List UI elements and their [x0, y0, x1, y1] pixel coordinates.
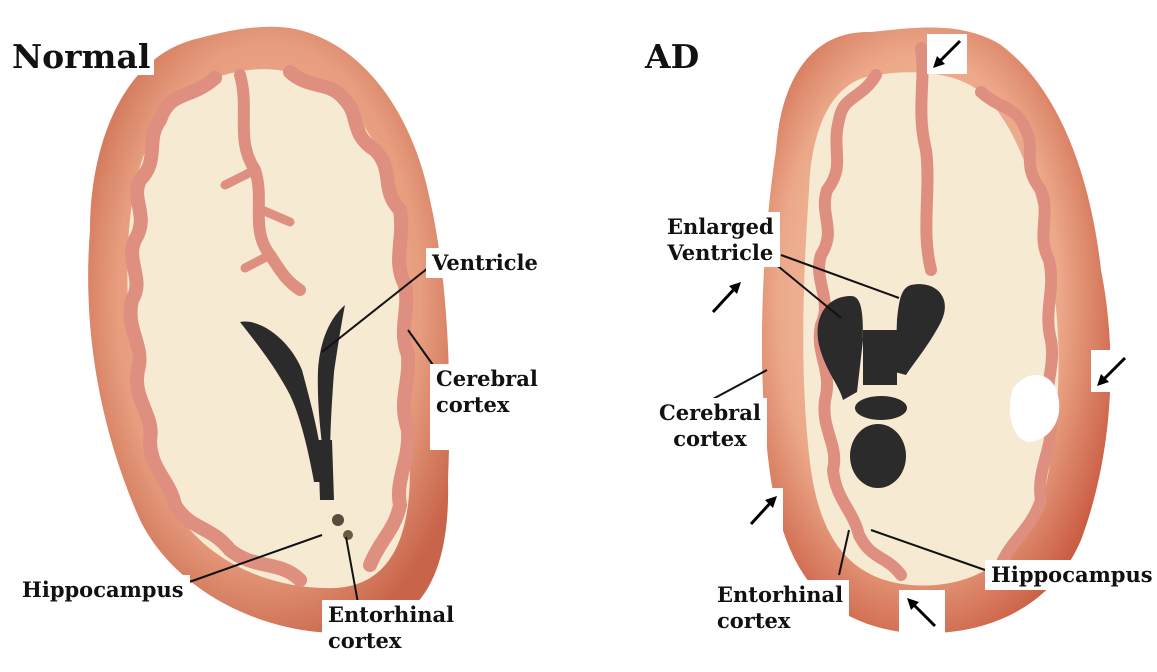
atrophy-arrow-right	[1091, 350, 1131, 392]
panel-divider	[575, 0, 579, 672]
label-entorhinal-cortex: Entorhinal cortex	[711, 580, 849, 635]
atrophy-arrow-left-upper	[703, 272, 747, 320]
atrophy-arrow-top	[927, 34, 967, 74]
panel-title-normal: Normal	[8, 38, 154, 75]
label-ventricle: Ventricle	[426, 248, 544, 278]
atrophy-arrow-left-lower	[741, 488, 783, 532]
label-cerebral-cortex: Cerebral cortex	[430, 364, 544, 450]
label-cerebral-cortex: Cerebral cortex	[653, 398, 767, 464]
leader-line-cerebral-cortex	[711, 370, 767, 400]
normal-brain-panel: Normal Ventricle Cerebral cortex Hippoca…	[0, 0, 576, 672]
label-entorhinal-cortex: Entorhinal cortex	[322, 600, 460, 664]
label-hippocampus: Hippocampus	[985, 560, 1157, 590]
arrow-down-left-icon	[1091, 350, 1131, 392]
panel-title-ad: AD	[641, 36, 713, 89]
arrow-up-right-icon	[703, 272, 747, 320]
arrow-up-right-icon	[741, 488, 783, 532]
label-hippocampus: Hippocampus	[16, 575, 190, 615]
atrophy-arrow-bottom	[899, 590, 945, 636]
arrow-up-left-icon	[899, 590, 945, 636]
label-enlarged-ventricle: Enlarged Ventricle	[661, 212, 780, 267]
arrow-down-left-icon	[927, 34, 967, 74]
ad-brain-panel: AD Enlarged Ventricle Cerebral cortex Hi…	[581, 0, 1157, 672]
normal-brain-illustration	[0, 0, 576, 672]
